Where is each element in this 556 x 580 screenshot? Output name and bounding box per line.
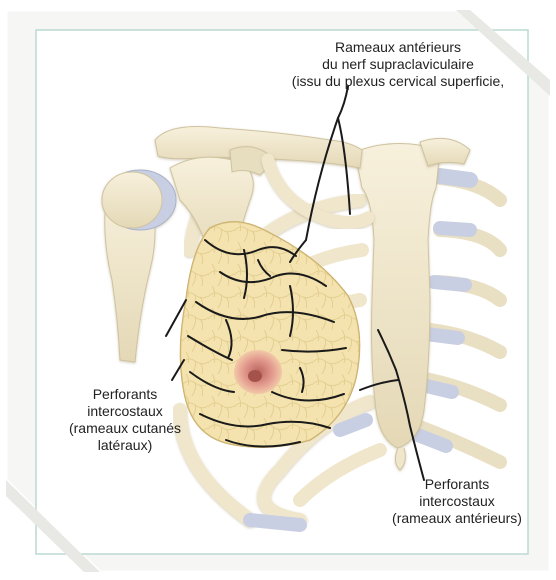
label-line: (issu du plexus cervical superficie, <box>248 73 548 90</box>
label-line: (rameaux antérieurs) <box>372 510 542 527</box>
label-line: Perforants <box>372 476 542 493</box>
anterior-perforants-label: Perforants intercostaux (rameaux antérie… <box>372 476 542 527</box>
label-line: (rameaux cutanés <box>50 420 200 437</box>
label-line: latéraux) <box>50 437 200 454</box>
label-line: intercostaux <box>372 493 542 510</box>
label-line: Rameaux antérieurs <box>248 39 548 56</box>
label-line: intercostaux <box>50 403 200 420</box>
label-line: Perforants <box>50 386 200 403</box>
label-line: du nerf supraclaviculaire <box>248 56 548 73</box>
supraclavicular-nerve-label: Rameaux antérieurs du nerf supraclavicul… <box>248 39 548 90</box>
lateral-perforants-label: Perforants intercostaux (rameaux cutanés… <box>50 386 200 454</box>
